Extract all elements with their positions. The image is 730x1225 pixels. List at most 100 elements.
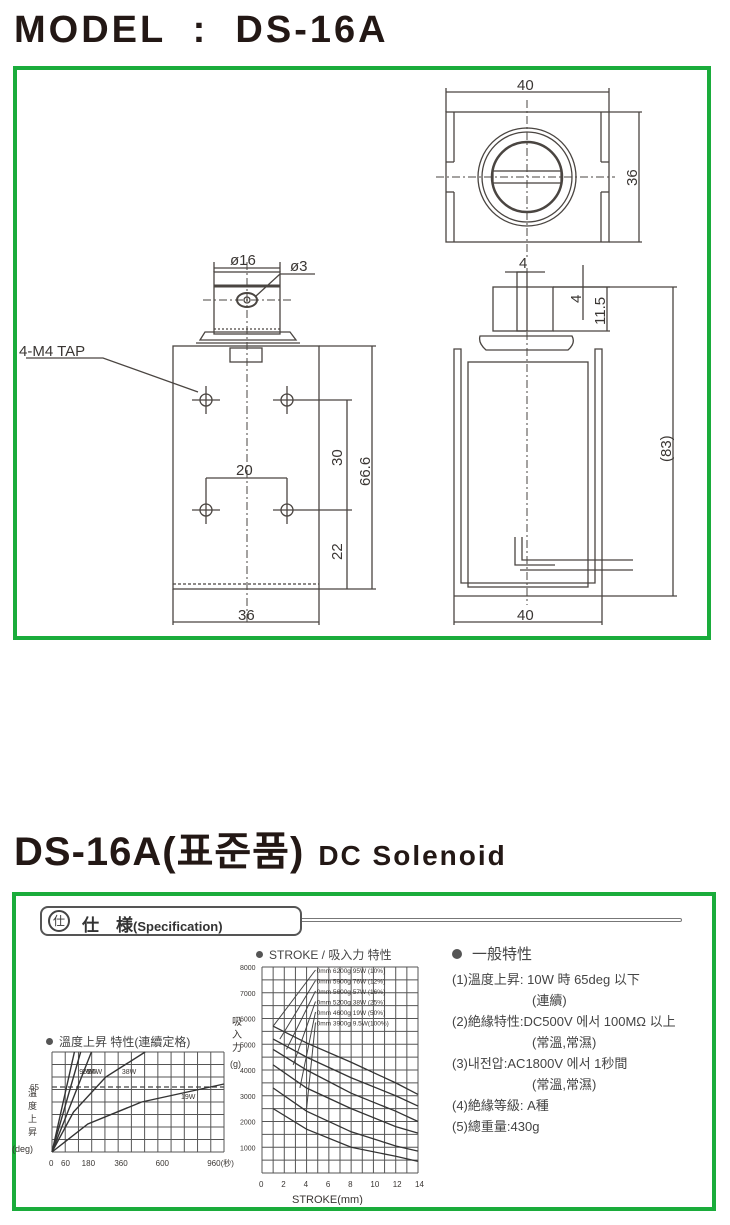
dim-slot: 4: [519, 255, 527, 272]
series-line: [272, 1108, 419, 1163]
bullet-icon: [46, 1038, 53, 1045]
general-item-note: (常溫,常濕): [532, 1077, 597, 1092]
series-line: [272, 1064, 419, 1134]
general-item-note: (連續): [532, 993, 567, 1008]
top-view: [436, 88, 642, 260]
x-axis-label: STROKE(mm): [292, 1194, 363, 1205]
x-tick-label: 0: [49, 1159, 54, 1168]
x-tick-label: 0: [259, 1180, 264, 1189]
stroke-chart-title-text: STROKE / 吸入力 特性: [269, 948, 392, 962]
general-item: (5)總重量:430g: [452, 1119, 540, 1134]
side-view: [453, 265, 677, 625]
x-tick-label: 4: [304, 1180, 309, 1189]
legend-entry: 0mm 3900g 9.5W(100%): [317, 1021, 389, 1028]
general-item: (3)내전압:AC1800V 에서 1秒間: [452, 1056, 628, 1071]
series-label: 76W: [82, 1069, 97, 1076]
y-tick-label: 7000: [240, 991, 256, 998]
series-line: [272, 1038, 419, 1107]
y-axis-label: 力: [232, 1041, 242, 1054]
series-leader: [279, 980, 316, 1040]
general-item-note: (常溫,常濕): [532, 1035, 597, 1050]
spec-badge-icon: 仕: [48, 910, 70, 932]
y-axis-label: 吸: [232, 1017, 242, 1028]
general-characteristics: 一般特性 (1)溫度上昇: 10W 時 65deg 以下 (連續) (2)絶緣特…: [452, 944, 676, 1137]
x-tick-label: 12: [393, 1180, 402, 1189]
y-tick-label: 4000: [240, 1068, 256, 1075]
product-subtitle: DC Solenoid: [318, 840, 507, 871]
bullet-icon: [452, 949, 462, 959]
series-label: 95W: [79, 1069, 94, 1076]
mount-hole: [273, 386, 301, 414]
series-line: [51, 1051, 82, 1153]
x-tick-label: 14: [415, 1180, 424, 1189]
series-line: [51, 1083, 225, 1153]
series-leader: [306, 1022, 316, 1109]
dim-protrusion: 11.5: [592, 297, 609, 325]
stroke-chart-title: STROKE / 吸入力 特性: [256, 946, 392, 963]
temp-chart-title: 溫度上昇 特性(連續定格): [46, 1033, 190, 1050]
dim-hole-spacing-h: 20: [236, 462, 253, 479]
y-tick-label: 1000: [240, 1145, 256, 1152]
general-item: (1)溫度上昇: 10W 時 65deg 以下: [452, 972, 640, 987]
x-tick-label: 60: [61, 1159, 70, 1168]
tap-label: 4-M4 TAP: [19, 343, 85, 360]
general-title: 一般特性: [472, 946, 533, 963]
mount-hole: [192, 496, 220, 524]
y-axis-label: 度: [28, 1100, 37, 1111]
dim-side-width: 40: [517, 607, 534, 624]
y-axis-unit: (deg): [12, 1144, 33, 1154]
x-tick-label: 360: [114, 1159, 128, 1168]
y-tick-label: 6000: [240, 1017, 256, 1024]
dim-pin-hole: ø3: [290, 258, 308, 275]
series-leader: [299, 1011, 316, 1089]
legend-entry: 0mm 5600g 57W (16%): [317, 989, 386, 996]
series-line: [51, 1051, 93, 1153]
general-item: (4)絶緣等級: A種: [452, 1098, 549, 1113]
dim-slot-depth: 4: [568, 295, 585, 303]
y-tick-label: 3000: [240, 1094, 256, 1101]
series-line: [272, 1025, 419, 1096]
series-leader: [292, 1001, 316, 1066]
dim-height: 66.6: [357, 457, 374, 486]
spec-header: 仕 仕 様(Specification): [40, 906, 302, 936]
spec-header-en: (Specification): [133, 919, 223, 934]
x-tick-label: 600: [156, 1159, 170, 1168]
series-leader: [286, 990, 316, 1050]
series-leader: [272, 969, 316, 1027]
legend-entry: 0mm 5200g 38W (25%): [317, 1000, 386, 1007]
mount-hole: [273, 496, 301, 524]
dim-top-depth: 36: [624, 169, 641, 186]
dim-top-width: 40: [517, 77, 534, 94]
x-tick-label: 10: [370, 1180, 379, 1189]
y-tick-label: 8000: [240, 965, 256, 972]
series-line: [272, 1087, 419, 1152]
legend-entry: 0mm 5900g 76W (12%): [317, 979, 386, 986]
series-label: 19W: [181, 1094, 196, 1101]
series-label: 57W: [88, 1069, 103, 1076]
spec-header-label: 仕 様: [82, 916, 133, 935]
front-view: [26, 262, 376, 625]
series-line: [272, 1048, 419, 1123]
y-tick-label: 2000: [240, 1120, 256, 1127]
y-tick-label: 5000: [240, 1042, 256, 1049]
x-tick-label: 6: [326, 1180, 331, 1189]
legend-entry: 0mm 6200g 95W (10%): [317, 968, 386, 975]
y-axis-label: 昇: [28, 1127, 37, 1137]
series-line: [51, 1051, 146, 1153]
spec-divider: [302, 918, 682, 922]
mount-hole: [192, 386, 220, 414]
y-axis-unit: (g): [230, 1059, 241, 1069]
product-title: DS-16A(표준품) DC Solenoid: [14, 826, 507, 887]
legend-entry: 0mm 4600g 19W (50%): [317, 1010, 386, 1017]
x-tick-label: 180: [82, 1159, 96, 1168]
y-axis-label: 上: [28, 1114, 37, 1124]
dim-total-height: (83): [658, 435, 675, 462]
product-name: DS-16A(표준품): [14, 830, 305, 874]
general-item: (2)絶緣特性:DC500V 에서 100MΩ 以上: [452, 1014, 676, 1029]
technical-drawing: 4-M4 TAP ø16 ø3 20 30 22 66.6 36 40 36 4…: [19, 77, 677, 625]
bullet-icon: [256, 951, 263, 958]
dim-plunger-dia: ø16: [230, 252, 256, 269]
y-axis-label: 入: [232, 1030, 242, 1041]
dim-bottom-offset: 22: [329, 543, 346, 560]
